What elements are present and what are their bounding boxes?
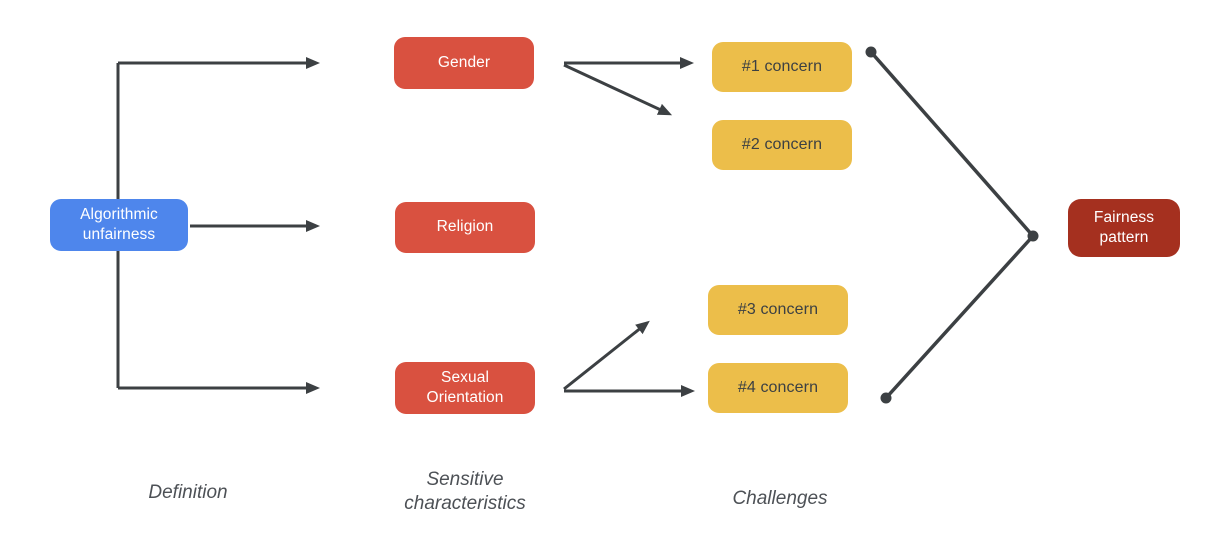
node-fairness-pattern: Fairness pattern	[1068, 199, 1180, 257]
sexual-orientation-fan-arrows	[563, 320, 695, 397]
column-label-challenges: Challenges	[732, 488, 828, 509]
node-concern-4: #4 concern	[708, 363, 848, 413]
gender-fan-arrows	[563, 57, 694, 116]
node-concern-2: #2 concern	[712, 120, 852, 170]
node-concern-3: #3 concern	[708, 285, 848, 335]
node-gender: Gender	[394, 37, 534, 89]
v-connector-vertex-dot	[1027, 230, 1039, 242]
node-algorithmic-unfairness: Algorithmic unfairness	[50, 199, 188, 251]
v-connector	[865, 46, 1039, 404]
v-connector-top-dot	[865, 46, 877, 58]
column-label-sensitive-characteristics: Sensitive characteristics	[404, 469, 526, 515]
column-label-definition: Definition	[148, 482, 228, 503]
v-connector-upper-line	[869, 50, 1035, 238]
v-connector-lower-line	[884, 234, 1035, 400]
arrow-so-concern3	[563, 320, 650, 391]
arrow-gender-concern2	[563, 63, 673, 116]
node-religion: Religion	[395, 202, 535, 253]
node-sexual-orientation: Sexual Orientation	[395, 362, 535, 414]
node-concern-1: #1 concern	[712, 42, 852, 92]
v-connector-bottom-dot	[880, 392, 892, 404]
